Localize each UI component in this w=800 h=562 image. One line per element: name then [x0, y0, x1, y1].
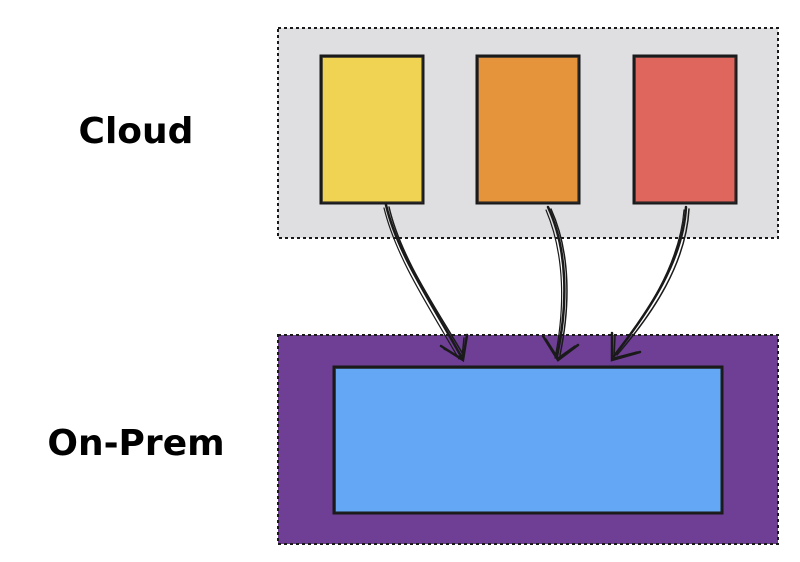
cloud-service-orange	[475, 54, 581, 205]
onprem-label: On-Prem	[47, 423, 224, 464]
cloud-label: Cloud	[79, 111, 194, 152]
arrow-yellow-to-onprem	[383, 203, 469, 363]
arrow-red-to-onprem	[610, 205, 690, 362]
cloud-service-yellow	[319, 54, 425, 205]
onprem-system-box	[332, 365, 724, 515]
arrow-orange-to-onprem	[541, 205, 580, 362]
cloud-service-red	[632, 54, 738, 205]
